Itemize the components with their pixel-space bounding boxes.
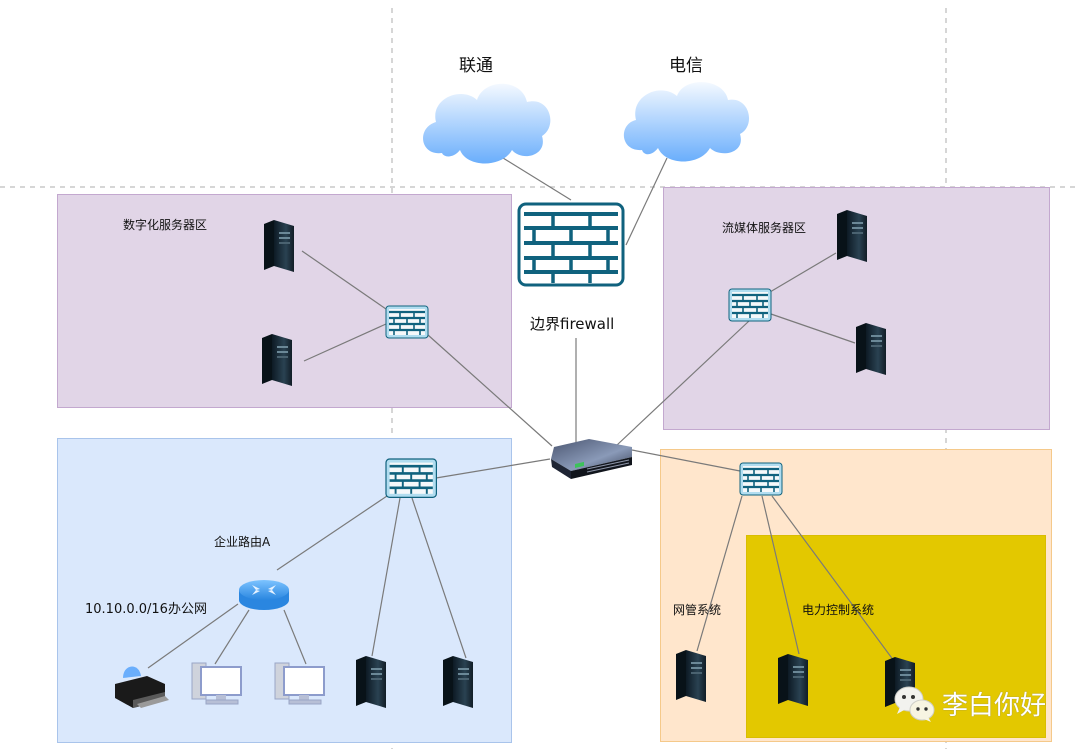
server-icon[interactable]: [856, 323, 886, 375]
link-unicom-firewall: [502, 157, 572, 201]
server-icon[interactable]: [262, 334, 292, 386]
link-digital-srv2: [303, 323, 387, 362]
server-icon[interactable]: [443, 656, 473, 708]
watermark: 李白你好: [892, 683, 1046, 723]
firewall-icon[interactable]: [384, 457, 438, 499]
firewall-icon[interactable]: [517, 202, 625, 287]
printer-icon[interactable]: [115, 666, 169, 708]
firewall-icon[interactable]: [738, 461, 784, 497]
edge-firewall-label: 边界firewall: [530, 315, 615, 333]
server-icon[interactable]: [837, 210, 867, 262]
switch-icon[interactable]: [551, 439, 632, 479]
watermark-text: 李白你好: [942, 690, 1047, 721]
link-switch-office: [435, 458, 551, 479]
link-router-pc2: [283, 609, 307, 665]
isp-unicom-label: 联通: [459, 56, 493, 76]
router-icon[interactable]: [239, 580, 289, 610]
zone-power-label: 电力控制系统: [802, 603, 875, 617]
router-label: 企业路由A: [214, 535, 271, 549]
wechat-icon: [894, 686, 935, 722]
link-power-srv1: [761, 495, 800, 655]
firewall-icon[interactable]: [384, 304, 430, 340]
links: [147, 157, 895, 669]
link-switch-digital: [427, 334, 553, 447]
firewall-icon[interactable]: [727, 287, 773, 323]
zone-stream-label: 流媒体服务器区: [722, 221, 807, 235]
link-digital-srv1: [301, 250, 387, 310]
zone-mgmt-label: 网管系统: [673, 603, 722, 617]
link-power-srv2: [771, 495, 895, 662]
cloud-icon[interactable]: [623, 82, 750, 162]
link-stream-srv1: [769, 252, 837, 293]
server-icon[interactable]: [676, 650, 706, 702]
link-switch-mgmt: [631, 449, 741, 472]
zone-office-label: 10.10.0.0/16办公网: [85, 602, 207, 617]
pc-icon[interactable]: [274, 662, 325, 705]
link-mgmt-srv: [696, 495, 743, 652]
zone-digital-label: 数字化服务器区: [123, 218, 208, 232]
link-telecom-firewall: [625, 157, 668, 246]
cloud-icon[interactable]: [423, 83, 551, 164]
pc-icon[interactable]: [191, 662, 242, 705]
link-router-pc1: [214, 609, 250, 665]
isp-telecom-label: 电信: [669, 56, 703, 76]
server-icon[interactable]: [264, 220, 294, 272]
link-stream-srv2: [770, 313, 856, 344]
link-router-printer: [147, 603, 239, 669]
link-office-router: [276, 495, 388, 571]
link-switch-stream: [616, 320, 750, 446]
link-office-srv2: [411, 497, 467, 659]
server-icon[interactable]: [356, 656, 386, 708]
server-icon[interactable]: [778, 654, 808, 706]
link-office-srv1: [371, 497, 401, 657]
